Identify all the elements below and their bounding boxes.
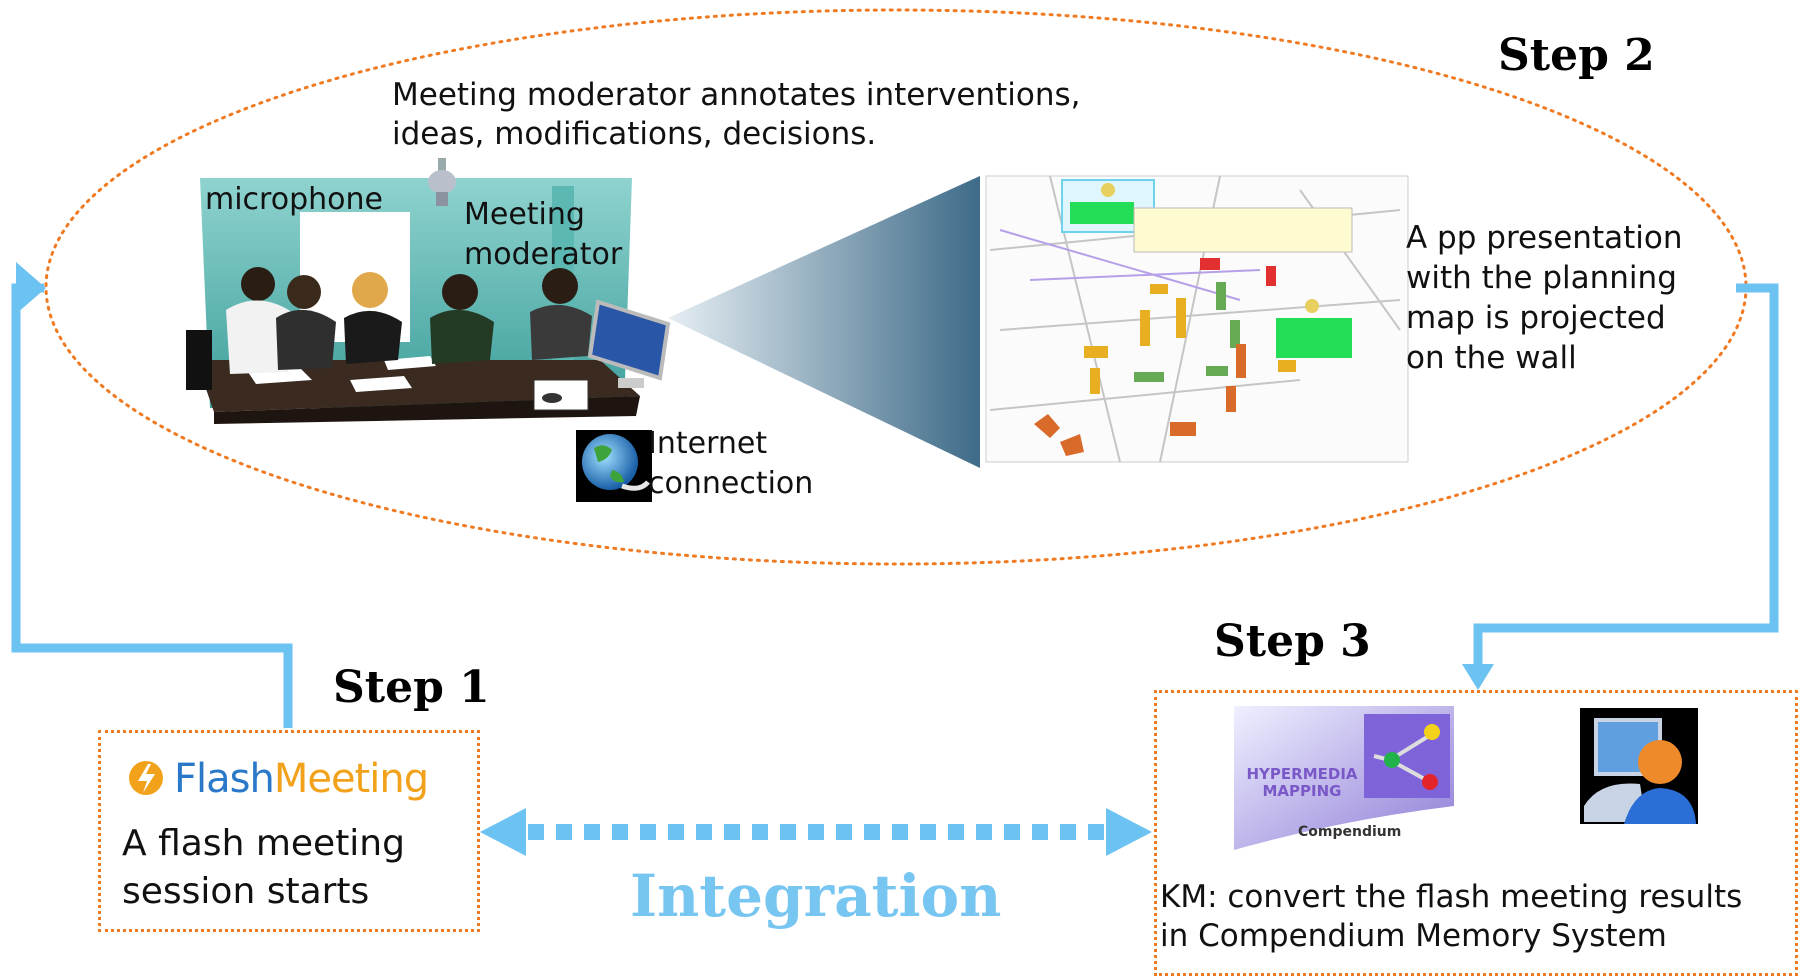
moderator-label-line-2: moderator [464, 237, 623, 272]
flashmeeting-logo-text: FlashMeeting [174, 756, 429, 802]
step1-label: Step 1 [333, 662, 490, 713]
step3-label: Step 3 [1214, 616, 1371, 667]
step1-description: A flash meeting session starts [122, 820, 405, 916]
moderator-note: Meeting moderator annotates intervention… [392, 76, 1081, 154]
integration-arrow-right-head [1106, 808, 1152, 856]
internet-label: Internet connection [648, 424, 813, 504]
planning-map-image [985, 175, 1409, 463]
projection-line-2: with the planning [1406, 260, 1677, 296]
internet-globe-icon [576, 430, 652, 502]
meeting-room-illustration [186, 178, 671, 424]
flashmeeting-logo-part2: Meeting [273, 756, 429, 802]
projector-beam [668, 176, 980, 468]
projection-line-4: on the wall [1406, 340, 1577, 376]
flow-arrow-left-head [16, 262, 46, 314]
internet-label-line-2: connection [648, 466, 814, 501]
step2-label: Step 2 [1498, 30, 1655, 81]
integration-arrow-left-head [480, 808, 526, 856]
flashmeeting-logo-icon [129, 761, 163, 795]
flow-arrow-right [1473, 283, 1779, 668]
moderator-label: Meeting moderator [464, 195, 622, 275]
projection-line-3: map is projected [1406, 300, 1666, 336]
moderator-note-line-2: ideas, modifications, decisions. [392, 116, 877, 152]
moderator-note-line-1: Meeting moderator annotates intervention… [392, 77, 1081, 113]
integration-label: Integration [630, 862, 1002, 930]
flashmeeting-logo-part1: Flash [174, 756, 275, 802]
step3-description-line-2: in Compendium Memory System [1160, 918, 1667, 954]
compendium-logo-caption: Compendium [1298, 824, 1402, 840]
step3-description: KM: convert the flash meeting results in… [1160, 878, 1742, 956]
compendium-logo-line-1: Hypermedia [1246, 765, 1358, 783]
microphone-icon [428, 158, 456, 206]
compendium-logo [1234, 706, 1454, 850]
internet-label-line-1: Internet [648, 426, 768, 461]
projection-description: A pp presentation with the planning map … [1406, 218, 1683, 378]
compendium-logo-line-2: Mapping [1262, 782, 1342, 800]
step3-description-line-1: KM: convert the flash meeting results [1160, 879, 1743, 915]
flow-arrow-right-head [1462, 664, 1494, 690]
knowledge-manager-icon [1580, 708, 1698, 824]
step1-description-line-2: session starts [122, 871, 370, 912]
moderator-label-line-1: Meeting [464, 197, 585, 232]
compendium-logo-text: Hypermedia Mapping [1244, 766, 1360, 800]
step1-description-line-1: A flash meeting [122, 823, 405, 864]
step3-box [1154, 690, 1798, 976]
projection-line-1: A pp presentation [1406, 220, 1683, 256]
step1-box [98, 730, 480, 932]
microphone-label: microphone [205, 182, 383, 217]
